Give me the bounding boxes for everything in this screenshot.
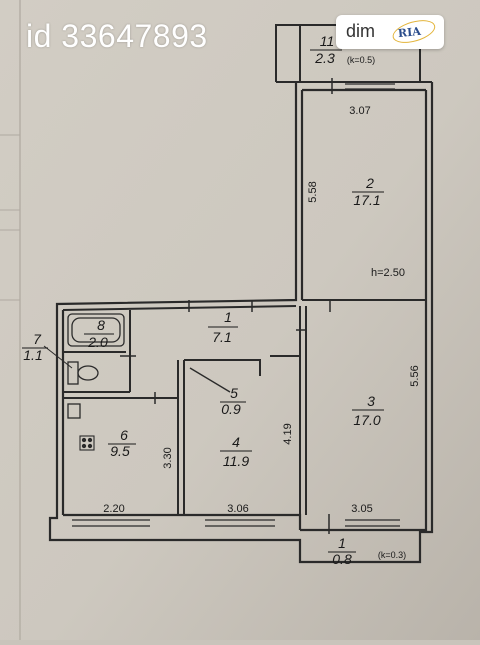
dim-bottom-mid: 3.06 <box>227 503 248 515</box>
exterior-walls <box>48 82 434 564</box>
room-label-1: 1 7.1 <box>208 309 238 345</box>
stove <box>79 435 95 451</box>
brand-mark: RIA <box>397 24 422 41</box>
interior-walls <box>62 299 426 515</box>
svg-text:6: 6 <box>120 427 128 443</box>
balcony-label-top: 11 2.3 (k=0.5) <box>310 33 375 66</box>
dim-ceiling-height: h=2.50 <box>371 267 405 279</box>
door-ticks <box>120 78 333 534</box>
room7-leader <box>43 345 73 369</box>
balcony-label-bottom: 1 0.8 (k=0.3) <box>328 535 406 567</box>
dim-room3-height: 5.56 <box>409 365 421 386</box>
room-label-3: 3 17.0 <box>352 393 384 428</box>
svg-text:0.9: 0.9 <box>221 401 241 417</box>
svg-text:7: 7 <box>33 331 42 347</box>
svg-text:2.0: 2.0 <box>87 334 108 350</box>
room-label-6: 6 9.5 <box>108 427 136 459</box>
bathtub <box>67 313 125 347</box>
windows <box>72 83 400 527</box>
svg-text:17.0: 17.0 <box>353 412 380 428</box>
room-label-2: 2 17.1 <box>352 175 384 208</box>
room-label-8: 8 2.0 <box>84 317 114 350</box>
svg-text:0.8: 0.8 <box>332 551 352 567</box>
svg-text:2: 2 <box>365 175 374 191</box>
room-label-5: 5 0.9 <box>220 385 246 417</box>
svg-text:1: 1 <box>224 309 232 325</box>
brand-name: dim <box>346 21 376 41</box>
binder-marks <box>0 134 20 301</box>
room-label-7: 7 1.1 <box>22 331 48 363</box>
svg-text:2.3: 2.3 <box>314 50 335 66</box>
listing-id-watermark: id 33647893 <box>26 18 208 54</box>
room-label-4: 4 11.9 <box>220 434 252 469</box>
closet-diagonal <box>189 367 231 393</box>
dim-bottom-right: 3.05 <box>351 503 372 515</box>
svg-text:7.1: 7.1 <box>212 329 231 345</box>
svg-text:(k=0.5): (k=0.5) <box>347 55 375 65</box>
svg-text:3: 3 <box>367 393 375 409</box>
dim-room4-height: 4.19 <box>282 423 294 444</box>
dim-room6-height: 3.30 <box>162 447 174 468</box>
brand-logo: dim RIA <box>336 15 444 49</box>
svg-text:5: 5 <box>230 385 238 401</box>
dim-top-width: 3.07 <box>349 105 370 117</box>
sink <box>67 403 81 419</box>
svg-text:11.9: 11.9 <box>223 453 249 469</box>
svg-text:17.1: 17.1 <box>353 192 380 208</box>
svg-text:9.5: 9.5 <box>110 443 130 459</box>
dim-bottom-left: 2.20 <box>103 503 124 515</box>
svg-text:(k=0.3): (k=0.3) <box>378 550 406 560</box>
svg-text:1: 1 <box>338 535 346 551</box>
svg-text:11: 11 <box>320 33 335 49</box>
svg-text:8: 8 <box>97 317 105 333</box>
toilet <box>67 361 99 385</box>
svg-text:4: 4 <box>232 434 240 450</box>
dim-room2-height: 5.58 <box>307 181 319 202</box>
svg-text:1.1: 1.1 <box>23 347 42 363</box>
